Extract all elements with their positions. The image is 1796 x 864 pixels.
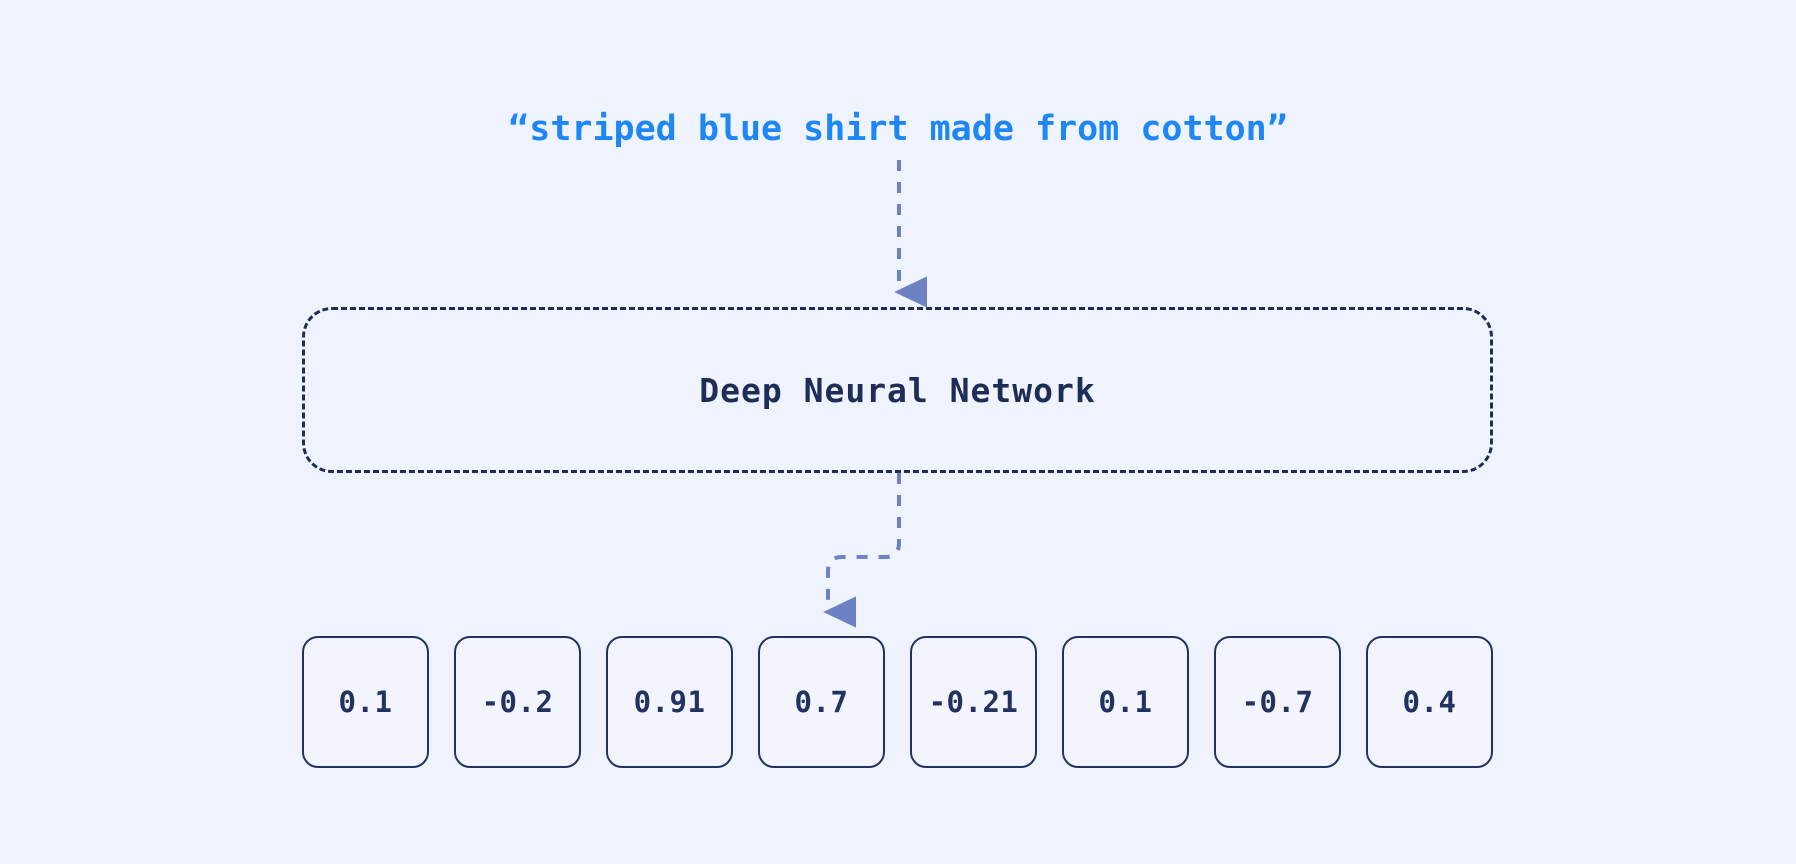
embedding-cell: 0.1 — [302, 636, 429, 768]
embedding-value: 0.91 — [633, 685, 706, 719]
embedding-vector-row: 0.1 -0.2 0.91 0.7 -0.21 0.1 -0.7 0.4 — [302, 636, 1493, 768]
embedding-value: -0.21 — [928, 685, 1019, 719]
embedding-cell: 0.4 — [1366, 636, 1493, 768]
embedding-cell: -0.2 — [454, 636, 581, 768]
embedding-cell: 0.91 — [606, 636, 733, 768]
embedding-cell: -0.21 — [910, 636, 1037, 768]
model-to-embedding-arrow — [823, 473, 901, 628]
embedding-value: 0.1 — [338, 685, 393, 719]
embedding-cell: 0.1 — [1062, 636, 1189, 768]
deep-neural-network-label: Deep Neural Network — [699, 370, 1096, 410]
embedding-cell: -0.7 — [1214, 636, 1341, 768]
embedding-value: 0.7 — [794, 685, 849, 719]
embedding-value: -0.2 — [481, 685, 554, 719]
embedding-cell-highlighted: 0.7 — [758, 636, 885, 768]
embedding-value: 0.1 — [1098, 685, 1153, 719]
embedding-value: 0.4 — [1402, 685, 1457, 719]
embedding-value: -0.7 — [1241, 685, 1314, 719]
input-text-prompt: “striped blue shirt made from cotton” — [508, 109, 1288, 149]
deep-neural-network-box: Deep Neural Network — [302, 307, 1493, 473]
